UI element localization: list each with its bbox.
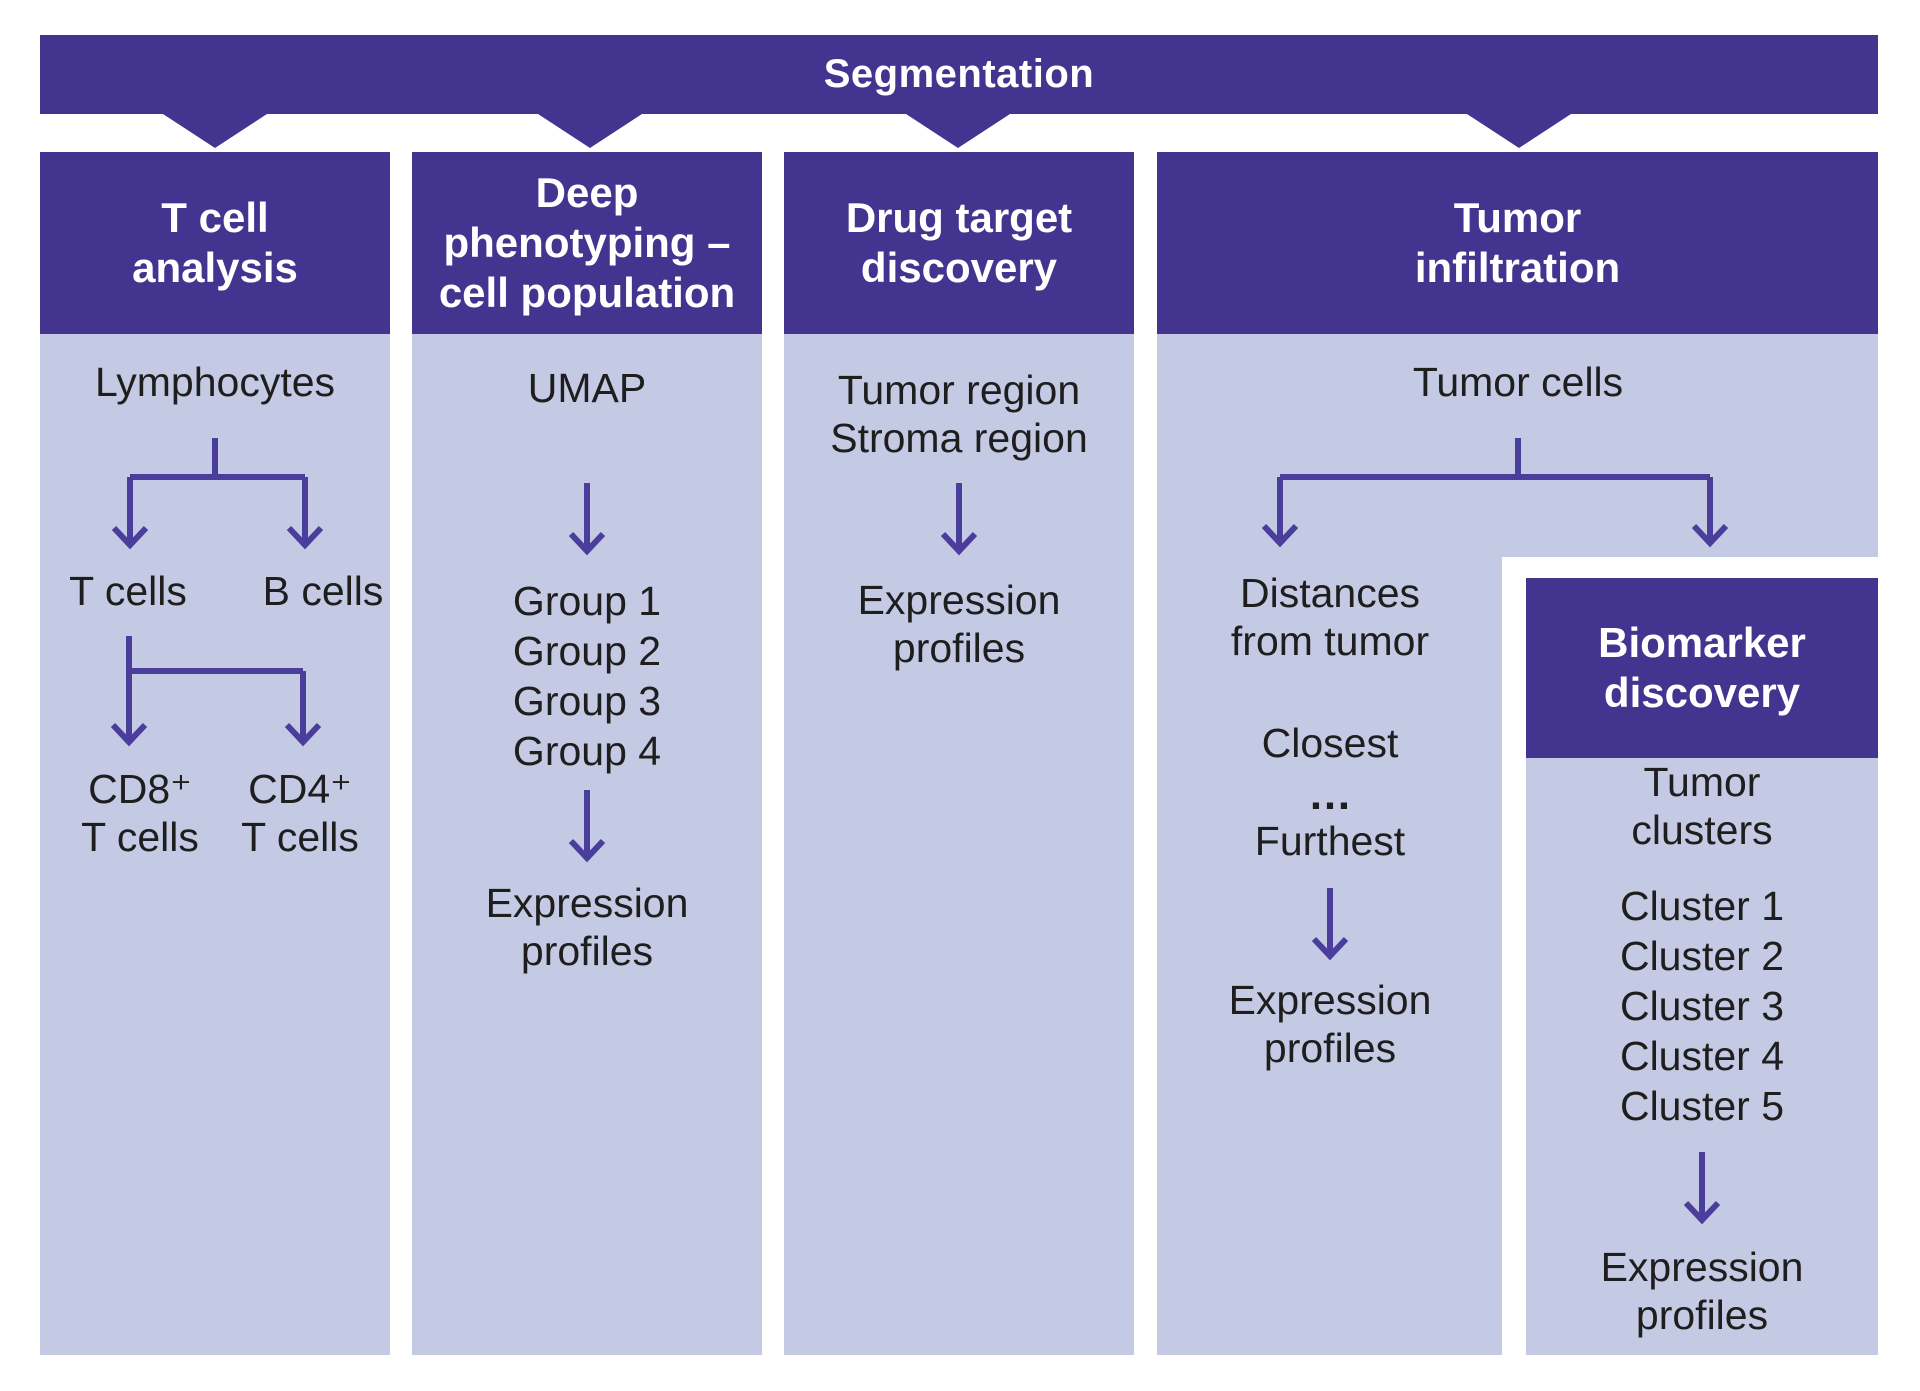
node-cluster-3: Cluster 3	[1619, 983, 1785, 1029]
node-cd8-t-cells: CD8⁺ T cells	[81, 766, 199, 860]
header-drug-target-discovery: Drug target discovery	[784, 152, 1134, 334]
node-group-4: Group 4	[512, 728, 662, 774]
node-phenotyping-expression-profiles: Expression profiles	[485, 880, 689, 974]
node-group-2: Group 2	[512, 628, 662, 674]
node-cluster-4: Cluster 4	[1619, 1033, 1785, 1079]
node-b-cells: B cells	[262, 568, 384, 614]
node-closest: Closest	[1261, 720, 1399, 766]
node-umap: UMAP	[527, 365, 647, 411]
node-cluster-1: Cluster 1	[1619, 883, 1785, 929]
node-distance-ellipsis: …	[1308, 770, 1352, 819]
banner-triangle-drug-target	[906, 114, 1010, 148]
node-group-list: Group 1 Group 2 Group 3 Group 4	[513, 576, 661, 776]
banner-triangle-tumor-infiltration	[1467, 114, 1571, 148]
banner-triangle-t-cell-analysis	[163, 114, 267, 148]
node-tumor-clusters: Tumor clusters	[1631, 759, 1773, 853]
node-cluster-list: Cluster 1 Cluster 2 Cluster 3 Cluster 4 …	[1620, 881, 1784, 1131]
header-biomarker-discovery: Biomarker discovery	[1526, 578, 1878, 758]
node-tumor-stroma-regions: Tumor region Stroma region	[830, 367, 1088, 461]
header-tumor-infiltration: Tumor infiltration	[1157, 152, 1878, 334]
node-infiltration-expression-profiles: Expression profiles	[1228, 977, 1432, 1071]
node-distances-from-tumor: Distances from tumor	[1230, 570, 1430, 664]
segmentation-banner-label: Segmentation	[823, 52, 1095, 96]
node-biomarker-expression-profiles: Expression profiles	[1600, 1244, 1804, 1338]
node-lymphocytes: Lymphocytes	[94, 359, 336, 405]
node-cluster-2: Cluster 2	[1619, 933, 1785, 979]
node-cluster-5: Cluster 5	[1619, 1083, 1785, 1129]
node-cd4-t-cells: CD4⁺ T cells	[241, 766, 359, 860]
node-group-3: Group 3	[512, 678, 662, 724]
banner-triangle-deep-phenotyping	[538, 114, 642, 148]
body-tumor-infiltration-left	[1157, 557, 1502, 1355]
node-drug-target-expression-profiles: Expression profiles	[857, 577, 1061, 671]
node-tumor-cells: Tumor cells	[1412, 359, 1624, 405]
segmentation-banner: Segmentation	[40, 35, 1878, 114]
body-biomarker-discovery	[1526, 758, 1878, 1355]
node-t-cells: T cells	[69, 568, 187, 614]
body-deep-phenotyping	[412, 334, 762, 1355]
node-group-1: Group 1	[512, 578, 662, 624]
body-drug-target-discovery	[784, 334, 1134, 1355]
biomarker-discovery-box: Biomarker discovery	[1526, 578, 1878, 1355]
node-furthest: Furthest	[1254, 818, 1406, 864]
header-deep-phenotyping: Deep phenotyping – cell population	[412, 152, 762, 334]
header-t-cell-analysis: T cell analysis	[40, 152, 390, 334]
